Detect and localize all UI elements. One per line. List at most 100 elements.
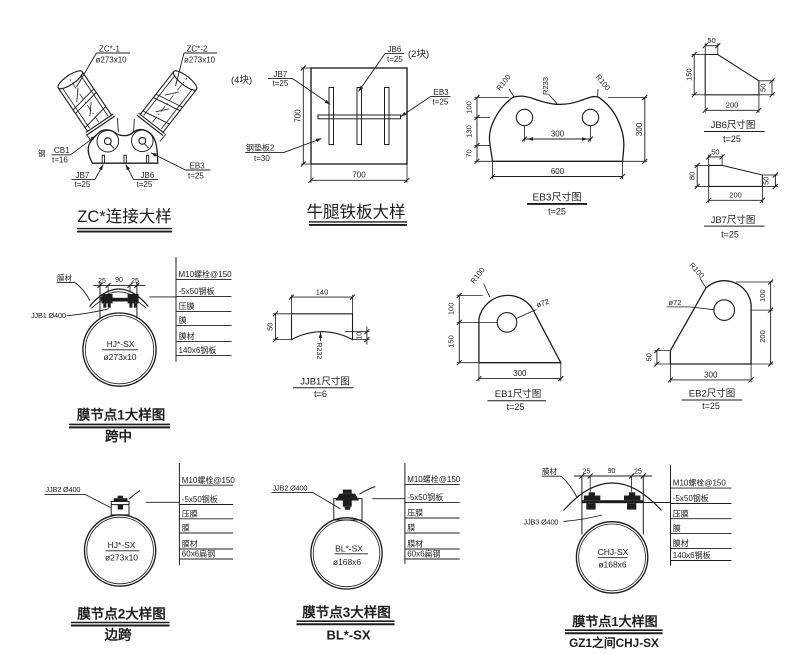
svg-text:25: 25	[634, 468, 642, 475]
svg-text:25: 25	[98, 278, 106, 285]
svg-text:25: 25	[131, 278, 139, 285]
svg-text:JB6: JB6	[388, 45, 402, 54]
svg-text:JJB2 Ø400: JJB2 Ø400	[46, 485, 81, 494]
svg-text:(2块): (2块)	[408, 48, 429, 60]
svg-text:50: 50	[266, 323, 275, 331]
svg-text:膜节点1大样图: 膜节点1大样图	[572, 614, 657, 629]
svg-text:压膜: 压膜	[179, 301, 195, 311]
svg-text:压膜: 压膜	[182, 508, 198, 518]
svg-text:150: 150	[447, 335, 456, 348]
svg-text:t=25: t=25	[507, 402, 525, 412]
svg-text:JB6: JB6	[141, 171, 155, 180]
svg-text:JB6尺寸图: JB6尺寸图	[711, 119, 756, 131]
svg-text:膜材: 膜材	[407, 539, 423, 549]
svg-text:ø273x10: ø273x10	[184, 56, 216, 65]
svg-text:100: 100	[758, 289, 767, 302]
svg-text:t=30: t=30	[254, 154, 270, 163]
svg-text:ø273x10: ø273x10	[96, 56, 128, 65]
svg-text:t=25: t=25	[387, 55, 403, 64]
svg-text:-5x50钢板: -5x50钢板	[179, 286, 215, 296]
svg-text:钢垫板2: 钢垫板2	[246, 143, 275, 153]
svg-text:牛腿铁板大样: 牛腿铁板大样	[307, 203, 406, 222]
svg-text:JJB1 Ø400: JJB1 Ø400	[31, 311, 66, 320]
svg-text:压膜: 压膜	[407, 508, 423, 518]
svg-text:ZC*-2: ZC*-2	[187, 44, 208, 53]
svg-text:膜节点1大样图: 膜节点1大样图	[77, 407, 166, 423]
svg-text:25: 25	[583, 468, 591, 475]
svg-text:50: 50	[644, 353, 653, 361]
svg-text:t=25: t=25	[188, 171, 204, 180]
svg-text:-5x50钢板: -5x50钢板	[673, 493, 709, 503]
svg-text:ZC*连接大样: ZC*连接大样	[77, 207, 171, 226]
svg-text:EB3: EB3	[434, 88, 450, 97]
svg-text:M10螺栓@150: M10螺栓@150	[179, 269, 233, 279]
svg-text:压膜: 压膜	[673, 508, 689, 518]
svg-text:膜: 膜	[182, 523, 190, 533]
svg-text:ø273x10: ø273x10	[103, 352, 136, 362]
svg-text:100: 100	[465, 101, 474, 114]
svg-text:膜: 膜	[407, 523, 415, 533]
svg-text:140x6钢板: 140x6钢板	[179, 345, 217, 355]
svg-text:-5x50钢板: -5x50钢板	[407, 492, 443, 502]
svg-text:t=25: t=25	[721, 229, 739, 239]
svg-text:JJB2 Ø400: JJB2 Ø400	[273, 483, 308, 492]
svg-text:300: 300	[635, 122, 644, 136]
svg-text:EB3: EB3	[190, 161, 206, 170]
svg-text:50: 50	[758, 84, 767, 92]
svg-text:ø273x10: ø273x10	[105, 553, 138, 563]
svg-text:300: 300	[704, 370, 718, 379]
svg-text:膜: 膜	[179, 315, 187, 325]
svg-text:50: 50	[711, 147, 719, 156]
svg-text:t=25: t=25	[548, 207, 566, 217]
svg-text:10: 10	[356, 332, 363, 340]
svg-text:90: 90	[115, 277, 123, 284]
svg-text:(4块): (4块)	[231, 74, 252, 86]
svg-text:ø168x6: ø168x6	[598, 560, 627, 570]
svg-text:700: 700	[294, 109, 303, 123]
svg-text:膜: 膜	[673, 523, 681, 533]
svg-text:90: 90	[608, 468, 616, 475]
svg-text:140: 140	[316, 288, 329, 297]
svg-text:50: 50	[707, 36, 715, 45]
svg-text:膜节点2大样图: 膜节点2大样图	[77, 605, 166, 621]
svg-text:HJ*-SX: HJ*-SX	[108, 540, 136, 550]
svg-text:JB7: JB7	[76, 171, 90, 180]
svg-text:M10螺栓@150: M10螺栓@150	[673, 478, 727, 488]
svg-text:BL*-SX: BL*-SX	[335, 543, 363, 553]
svg-text:t=6: t=6	[314, 389, 327, 399]
svg-text:膜节点3大样图: 膜节点3大样图	[302, 604, 391, 620]
svg-text:膜材: 膜材	[542, 466, 557, 476]
svg-text:EB1尺寸图: EB1尺寸图	[495, 388, 541, 400]
svg-text:JB7尺寸图: JB7尺寸图	[711, 214, 756, 226]
svg-text:ZC*-1: ZC*-1	[99, 44, 120, 53]
svg-text:JJB3 Ø400: JJB3 Ø400	[524, 518, 559, 527]
svg-text:t=25: t=25	[702, 401, 720, 411]
svg-text:EB3尺寸图: EB3尺寸图	[533, 191, 582, 204]
svg-text:CHJ-SX: CHJ-SX	[598, 547, 629, 557]
svg-text:130: 130	[465, 125, 474, 138]
svg-text:ø72: ø72	[535, 297, 550, 310]
svg-text:t=25: t=25	[137, 180, 153, 189]
svg-text:M10螺栓@150: M10螺栓@150	[407, 474, 461, 484]
svg-text:300: 300	[551, 129, 565, 138]
svg-text:t=25: t=25	[723, 134, 741, 144]
svg-text:膜材: 膜材	[57, 273, 72, 283]
svg-text:R233: R233	[541, 77, 550, 95]
svg-text:ø72: ø72	[669, 298, 682, 307]
svg-text:膜材: 膜材	[179, 331, 195, 341]
svg-text:GZ1之间CHJ-SX: GZ1之间CHJ-SX	[569, 636, 659, 650]
svg-text:200: 200	[726, 101, 739, 110]
svg-text:JJB1尺寸图: JJB1尺寸图	[300, 375, 350, 387]
svg-text:t=25: t=25	[75, 180, 91, 189]
svg-text:50: 50	[762, 177, 771, 185]
svg-text:700: 700	[352, 171, 366, 180]
svg-text:140x6钢板: 140x6钢板	[673, 550, 711, 560]
svg-text:跨中: 跨中	[105, 428, 132, 444]
svg-text:60x6扁钢: 60x6扁钢	[407, 549, 440, 559]
svg-text:200: 200	[758, 330, 767, 343]
svg-text:60x6扁钢: 60x6扁钢	[182, 549, 215, 559]
svg-text:t=25: t=25	[433, 97, 449, 106]
svg-text:-5x50钢板: -5x50钢板	[182, 494, 218, 504]
svg-text:80: 80	[687, 172, 696, 180]
svg-text:膜材: 膜材	[673, 538, 689, 548]
